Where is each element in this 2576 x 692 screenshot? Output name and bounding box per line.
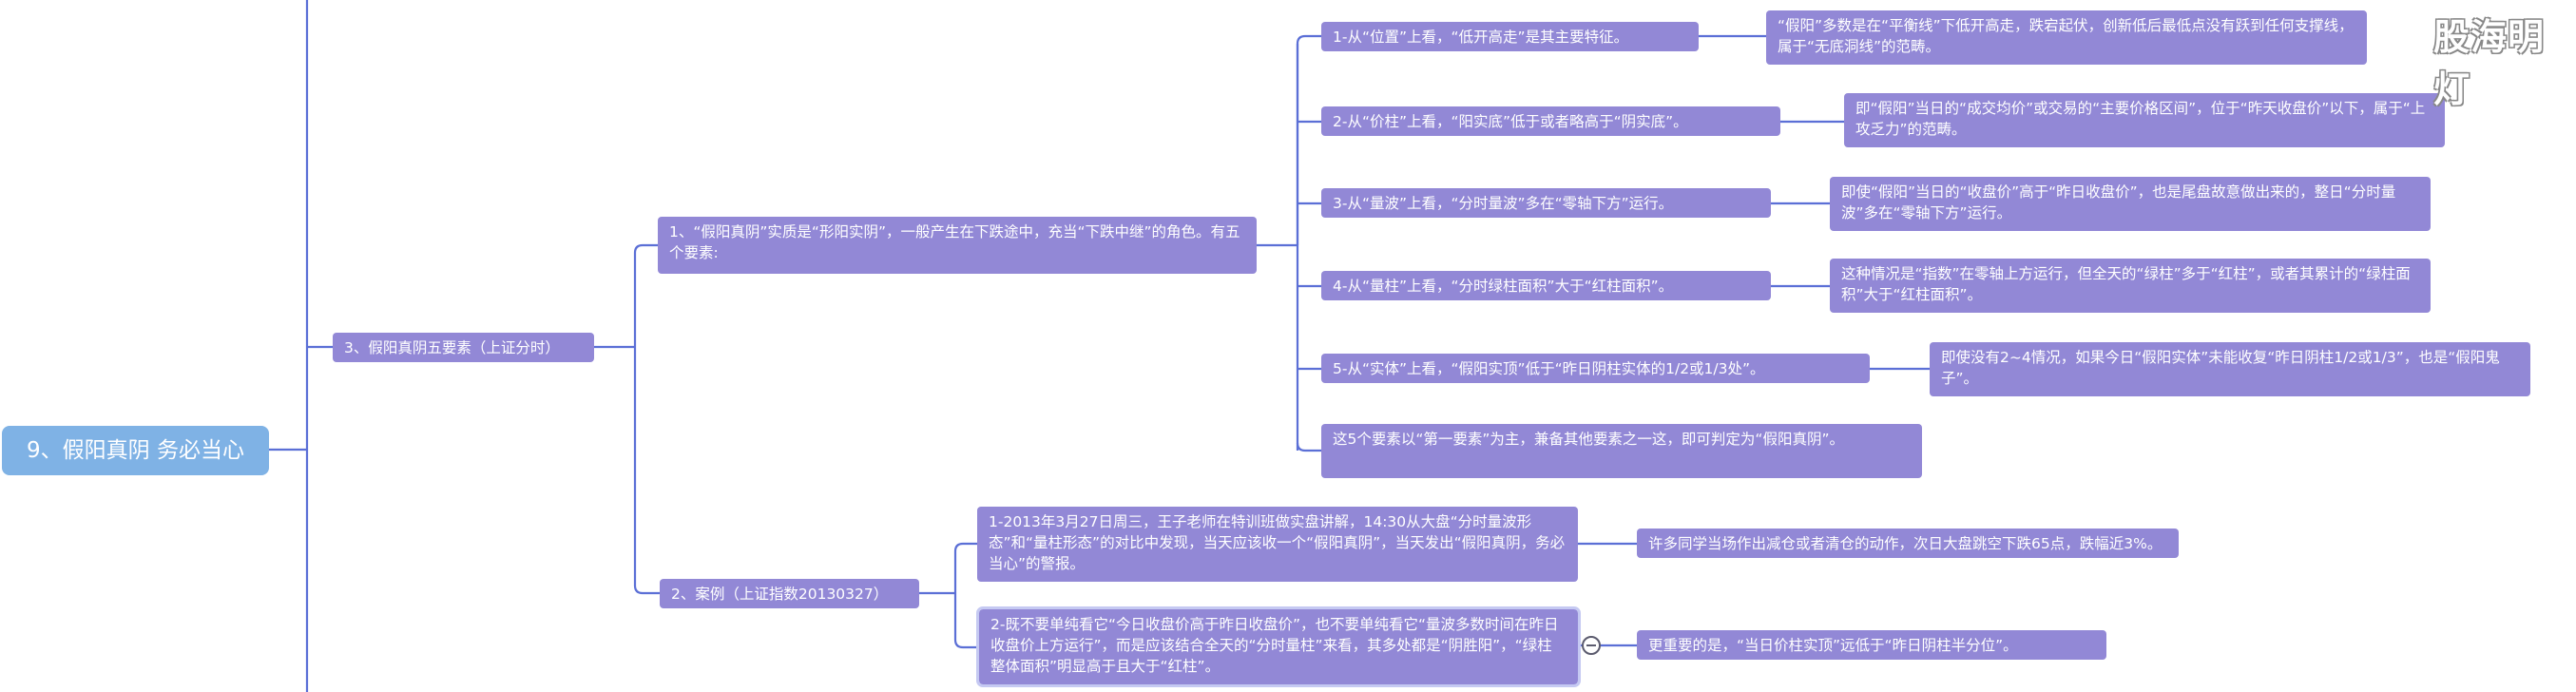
- watermark-logo: 股海明灯: [2433, 16, 2546, 110]
- point-1-detail[interactable]: “假阳”多数是在“平衡线”下低开高走，跌宕起伏，创新低后最低点没有跃到任何支撑线…: [1766, 10, 2367, 65]
- summary-node[interactable]: 这5个要素以“第一要素”为主，兼备其他要素之一这，即可判定为“假阳真阴”。: [1321, 424, 1922, 478]
- root-topic[interactable]: 9、假阳真阴 务必当心: [2, 426, 269, 475]
- topic-essence[interactable]: 1、“假阳真阴”实质是“形阳实阴”，一般产生在下跌途中，充当“下跌中继”的角色。…: [658, 217, 1257, 274]
- point-2-detail[interactable]: 即“假阳”当日的“成交均价”或交易的“主要价格区间”，位于“昨天收盘价”以下，属…: [1844, 93, 2445, 147]
- case-2[interactable]: 2-既不要单纯看它“今日收盘价高于昨日收盘价”，也不要单纯看它“量波多数时间在昨…: [976, 606, 1581, 687]
- point-1[interactable]: 1-从“位置”上看，“低开高走”是其主要特征。: [1321, 22, 1699, 51]
- point-4-detail[interactable]: 这种情况是“指数”在零轴上方运行，但全天的“绿柱”多于“红柱”，或者其累计的“绿…: [1830, 259, 2431, 313]
- point-2[interactable]: 2-从“价柱”上看，“阳实底”低于或者略高于“阴实底”。: [1321, 106, 1780, 136]
- point-4[interactable]: 4-从“量柱”上看，“分时绿柱面积”大于“红柱面积”。: [1321, 271, 1771, 300]
- point-3-detail[interactable]: 即使“假阳”当日的“收盘价”高于“昨日收盘价”，也是尾盘故意做出来的，整日“分时…: [1830, 177, 2431, 231]
- case-2-detail[interactable]: 更重要的是，“当日价柱实顶”远低于“昨日阴柱半分位”。: [1637, 630, 2106, 660]
- collapse-toggle-icon[interactable]: [1582, 636, 1601, 655]
- point-5-detail[interactable]: 即使没有2~4情况，如果今日“假阳实体”未能收复“昨日阴柱1/2或1/3”，也是…: [1930, 342, 2530, 396]
- point-5[interactable]: 5-从“实体”上看，“假阳实顶”低于“昨日阴柱实体的1/2或1/3处”。: [1321, 354, 1870, 383]
- case-1-detail[interactable]: 许多同学当场作出减仓或者清仓的动作，次日大盘跳空下跌65点，跌幅近3%。: [1637, 529, 2179, 558]
- topic-case[interactable]: 2、案例（上证指数20130327）: [660, 579, 919, 608]
- point-3[interactable]: 3-从“量波”上看，“分时量波”多在“零轴下方”运行。: [1321, 188, 1771, 218]
- topic-five-elements[interactable]: 3、假阳真阴五要素（上证分时）: [333, 333, 594, 362]
- case-1[interactable]: 1-2013年3月27日周三，王子老师在特训班做实盘讲解，14:30从大盘“分时…: [977, 507, 1578, 582]
